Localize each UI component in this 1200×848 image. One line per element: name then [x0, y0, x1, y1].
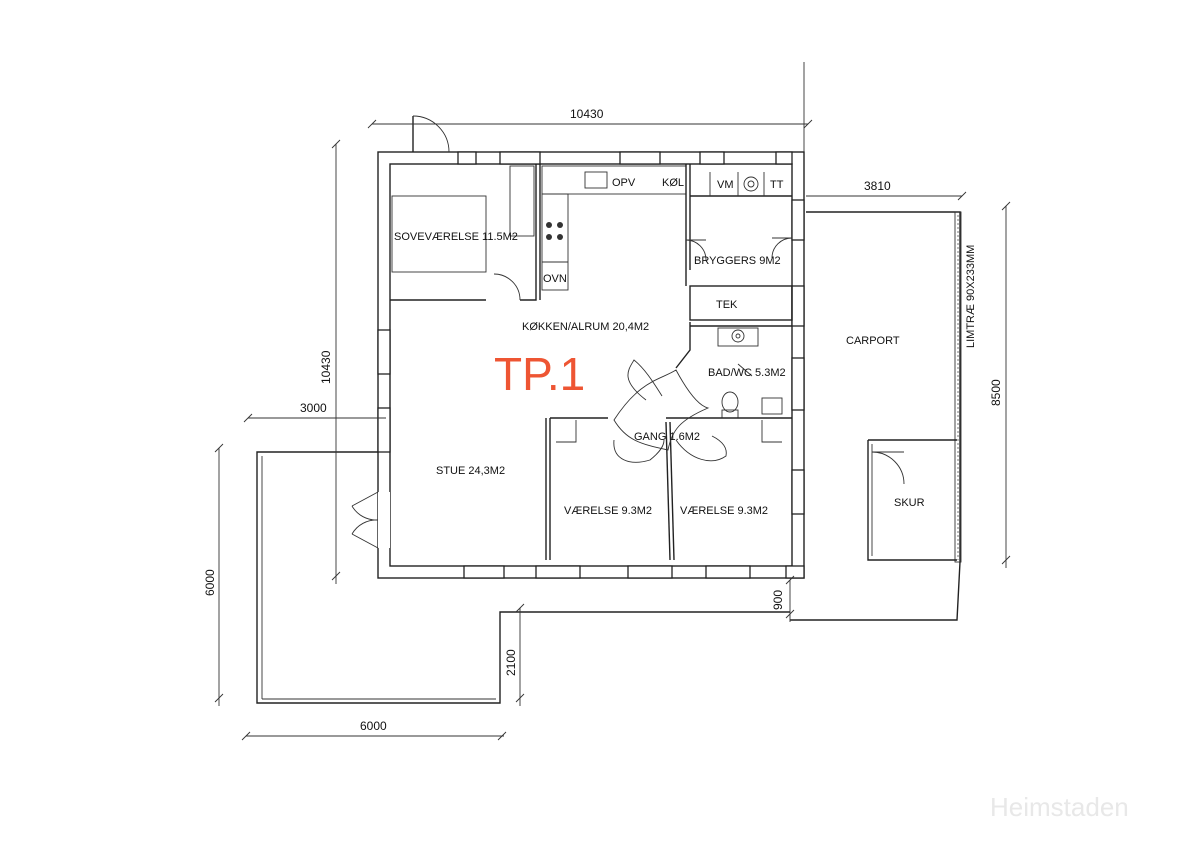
fixture-ovn: OVN	[543, 273, 567, 285]
fixture-tt: TT	[770, 179, 784, 191]
room-carport: CARPORT	[846, 335, 900, 347]
skur-door-swing	[871, 451, 905, 485]
dim-terrace-offset: 3000	[300, 401, 327, 415]
room-bad-wc: BAD/WC 5.3M2	[708, 367, 786, 379]
interior-walls	[390, 164, 793, 561]
room-vaerelse-2: VÆRELSE 9.3M2	[680, 505, 768, 517]
watermark-logo: Heimstaden	[990, 792, 1129, 822]
dim-step-900: 900	[771, 590, 785, 610]
kitchen-side-counter	[541, 193, 569, 291]
dim-carport-width: 3810	[864, 179, 891, 193]
room-soveværelse: SOVEVÆRELSE 11.5M2	[394, 231, 518, 243]
entrance-door	[412, 115, 450, 153]
terrace-door	[351, 491, 390, 549]
fixture-vm: VM	[717, 179, 734, 191]
room-kokken-alrum: KØKKEN/ALRUM 20,4M2	[522, 321, 649, 333]
fixture-opv: OPV	[612, 177, 636, 189]
house-walls	[377, 151, 805, 579]
dimension-lines	[214, 62, 1011, 741]
terrace-outline	[256, 451, 790, 704]
dim-top-width: 10430	[570, 107, 604, 121]
room-tek: TEK	[716, 299, 738, 311]
sink	[584, 171, 608, 189]
gang-door-swing	[613, 369, 710, 451]
fixture-kol: KØL	[662, 177, 684, 189]
room-vaerelse-1: VÆRELSE 9.3M2	[564, 505, 652, 517]
limtrae-label: LIMTRÆ 90X233MM	[965, 245, 977, 348]
bed	[391, 195, 487, 273]
dim-carport-height: 8500	[989, 379, 1003, 406]
limtrae-beam	[954, 211, 962, 563]
room-gang: GANG 1.6M2	[634, 431, 700, 443]
dim-terrace-width: 6000	[360, 719, 387, 733]
room-skur: SKUR	[894, 497, 925, 509]
dim-left-height: 10430	[319, 350, 333, 384]
dim-terrace-height: 6000	[203, 569, 217, 596]
carport-structure	[790, 211, 962, 621]
room-bryggers: BRYGGERS 9M2	[694, 255, 781, 267]
dim-step-2100: 2100	[504, 649, 518, 676]
room-stue: STUE 24,3M2	[436, 465, 505, 477]
tp-label: TP.1	[494, 348, 585, 400]
